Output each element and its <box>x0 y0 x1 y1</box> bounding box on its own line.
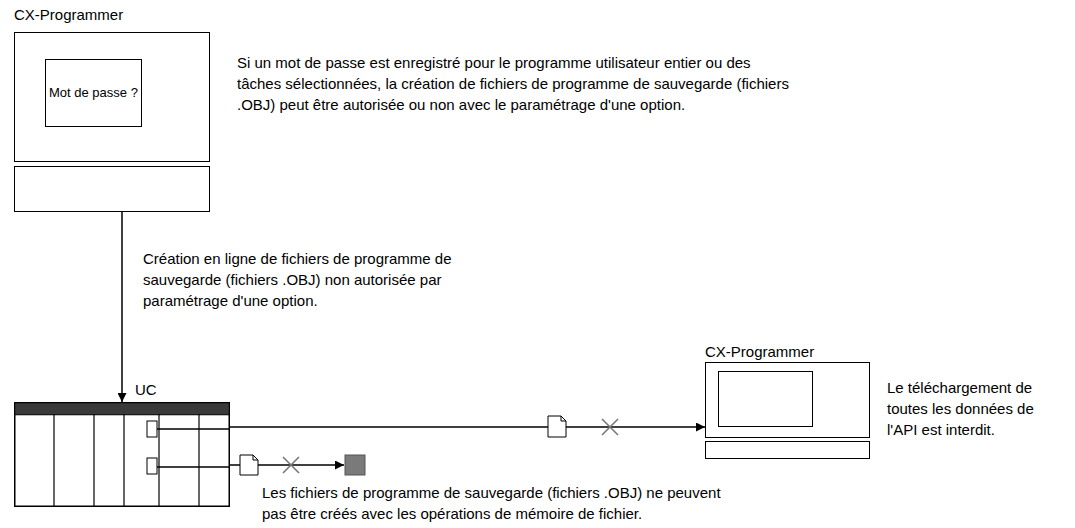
node-heading: UC <box>14 380 230 400</box>
plc-rack <box>14 402 230 507</box>
port-line <box>157 428 230 430</box>
computer-base <box>705 441 870 459</box>
file-fold <box>561 416 566 421</box>
port <box>147 421 157 437</box>
module-divider <box>123 414 124 507</box>
file-fold <box>253 455 258 460</box>
screen <box>718 371 813 427</box>
forbidden-cross <box>283 457 299 473</box>
node-heading: CX-Programmer <box>705 342 870 362</box>
module-divider <box>93 414 94 507</box>
screen-text: Mot de passe ? <box>49 85 138 101</box>
port-line <box>157 466 230 468</box>
note-text: Si un mot de passe est enregistré pour l… <box>237 52 797 115</box>
rack-top <box>15 403 230 415</box>
file-icon <box>240 455 258 475</box>
computer: CX-ProgrammerMot de passe ? <box>14 5 210 212</box>
note-text: Les fichiers de programme de sauvegarde … <box>262 482 732 524</box>
port <box>147 458 157 474</box>
module-divider <box>198 414 199 507</box>
computer-outline: Mot de passe ? <box>14 32 210 212</box>
module-divider <box>158 414 159 507</box>
node-heading: CX-Programmer <box>14 5 210 25</box>
plc-unit: UC <box>14 380 230 507</box>
rack-frame <box>15 403 230 507</box>
screen: Mot de passe ? <box>45 59 142 127</box>
connector-arrow <box>121 212 123 402</box>
file-icon <box>548 416 566 437</box>
monitor: Mot de passe ? <box>14 32 210 162</box>
memory-card <box>345 455 365 475</box>
computer-outline <box>705 362 870 459</box>
forbidden-cross <box>602 419 618 435</box>
monitor <box>705 362 870 438</box>
edge-label: Création en ligne de fichiers de program… <box>143 248 453 311</box>
module-divider <box>53 414 54 507</box>
note-text: Le téléchargement de toutes les données … <box>887 377 1067 440</box>
plc-drawing <box>14 402 230 507</box>
computer: CX-Programmer <box>705 342 870 459</box>
connector-arrow <box>230 426 705 428</box>
computer-base <box>14 166 210 212</box>
